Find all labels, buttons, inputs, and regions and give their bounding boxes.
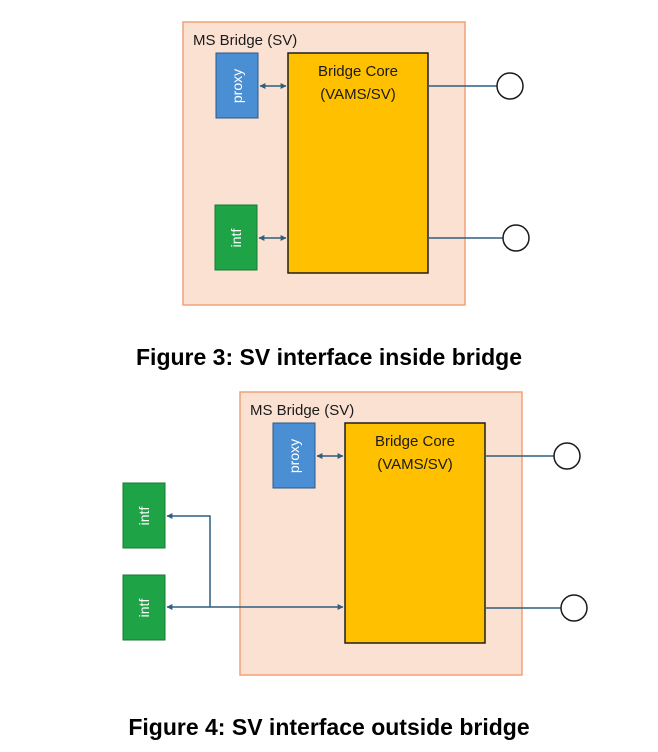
fig4-intf-label-bottom: intf	[136, 599, 152, 618]
figure-4: MS Bridge (SV) Bridge Core (VAMS/SV) pro…	[122, 391, 588, 740]
fig3-bridge-core-label-1: Bridge Core	[318, 63, 398, 80]
fig4-intf-top-branch	[166, 513, 211, 607]
fig4-intf-label-top: intf	[136, 507, 152, 526]
fig3-ms-bridge-label: MS Bridge (SV)	[193, 32, 297, 49]
fig3-port-circle-top	[496, 72, 524, 100]
figure-3: MS Bridge (SV) Bridge Core (VAMS/SV) pro…	[136, 21, 530, 370]
fig4-intf-box-top	[122, 482, 166, 549]
fig3-port-circle-bottom	[502, 224, 530, 252]
fig3-bridge-core-box	[287, 52, 429, 274]
fig4-port-circle-bottom	[560, 594, 588, 622]
fig4-intf-box-bottom	[122, 574, 166, 641]
fig4-port-circle-top	[553, 442, 581, 470]
fig4-bridge-core-label-1: Bridge Core	[375, 433, 455, 450]
fig4-proxy-label: proxy	[286, 439, 302, 473]
fig4-ms-bridge-label: MS Bridge (SV)	[250, 402, 354, 419]
fig3-intf-box	[214, 204, 258, 271]
fig3-caption: Figure 3: SV interface inside bridge	[136, 344, 522, 370]
fig4-proxy-box	[272, 422, 316, 489]
fig3-bridge-core-label-2: (VAMS/SV)	[320, 86, 396, 103]
fig4-caption: Figure 4: SV interface outside bridge	[128, 714, 529, 740]
fig3-proxy-label: proxy	[229, 69, 245, 103]
fig4-bridge-core-label-2: (VAMS/SV)	[377, 456, 453, 473]
fig3-proxy-box	[215, 52, 259, 119]
fig3-intf-label: intf	[228, 229, 244, 248]
fig4-bridge-core-box	[344, 422, 486, 644]
